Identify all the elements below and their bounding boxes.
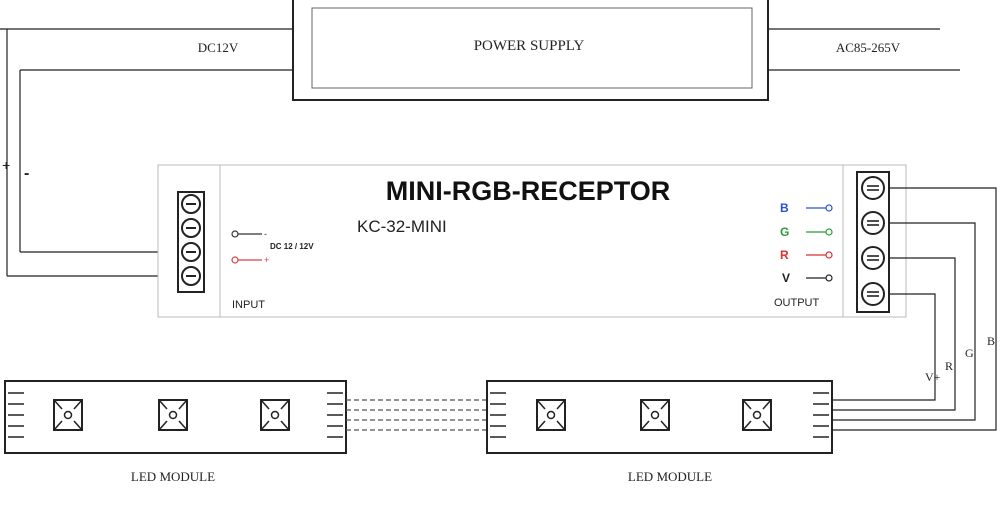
wire-label-r: R	[945, 359, 953, 373]
wire-r	[830, 257, 956, 411]
led-module-1-label: LED MODULE	[131, 469, 215, 484]
receptor: MINI-RGB-RECEPTOR KC-32-MINI - + DC 12 /…	[157, 164, 907, 318]
output-wires	[830, 187, 997, 431]
output-terminal-block	[856, 171, 890, 313]
plus-sign: +	[2, 157, 10, 173]
led-strip-2-left-contacts	[490, 392, 506, 438]
module-link-wires	[346, 399, 487, 431]
input-terminal-block	[177, 191, 205, 293]
input-screw-1	[181, 194, 201, 214]
led-strip-2	[486, 380, 833, 454]
input-voltage-label: DC 12 / 12V	[270, 242, 314, 251]
wire-v-plus	[830, 293, 936, 401]
led-module-2-label: LED MODULE	[628, 469, 712, 484]
led-strip-2-right-contacts	[813, 392, 829, 438]
led-module-1	[4, 380, 347, 454]
receptor-title: MINI-RGB-RECEPTOR	[386, 176, 671, 206]
led-strip-1-right-contacts	[327, 392, 343, 438]
input-label: INPUT	[232, 299, 265, 311]
ac-voltage-label: AC85-265V	[836, 40, 901, 55]
wire-label-g: G	[965, 346, 974, 360]
input-pin-negative: -	[231, 229, 267, 239]
led-module-2	[486, 380, 833, 454]
wire-label-b: B	[987, 334, 995, 348]
input-pin-negative-sign: -	[264, 229, 267, 239]
power-supply-inner-box	[311, 7, 753, 89]
output-screw-1	[861, 176, 885, 200]
output-pin-r-label: R	[780, 248, 789, 262]
output-pin-r: R	[780, 248, 833, 262]
output-label: OUTPUT	[774, 297, 820, 309]
output-pin-g-label: G	[780, 225, 789, 239]
output-screw-2	[861, 211, 885, 235]
output-pin-v: V	[782, 271, 833, 285]
wire-g	[830, 222, 976, 421]
input-screw-3	[181, 242, 201, 262]
power-supply: POWER SUPPLY	[292, 0, 769, 101]
receptor-body	[157, 164, 907, 318]
input-screw-4	[181, 266, 201, 286]
power-supply-box	[292, 0, 769, 101]
dc-voltage-label: DC12V	[198, 40, 239, 55]
output-pin-g: G	[780, 225, 833, 239]
input-pin-positive-sign: +	[264, 255, 269, 265]
output-pin-b-label: B	[780, 201, 789, 215]
wire-b	[830, 187, 997, 431]
wire-label-v-plus: V+	[925, 370, 941, 384]
input-screw-2	[181, 218, 201, 238]
receptor-model: KC-32-MINI	[357, 217, 447, 236]
output-pin-b: B	[780, 201, 833, 215]
output-screw-4	[861, 282, 885, 306]
power-supply-title: POWER SUPPLY	[474, 38, 585, 54]
minus-sign: -	[24, 165, 29, 182]
input-pin-positive: +	[231, 255, 269, 265]
led-strip-1-left-contacts	[8, 392, 24, 438]
output-screw-3	[861, 246, 885, 270]
output-pin-v-label: V	[782, 271, 790, 285]
